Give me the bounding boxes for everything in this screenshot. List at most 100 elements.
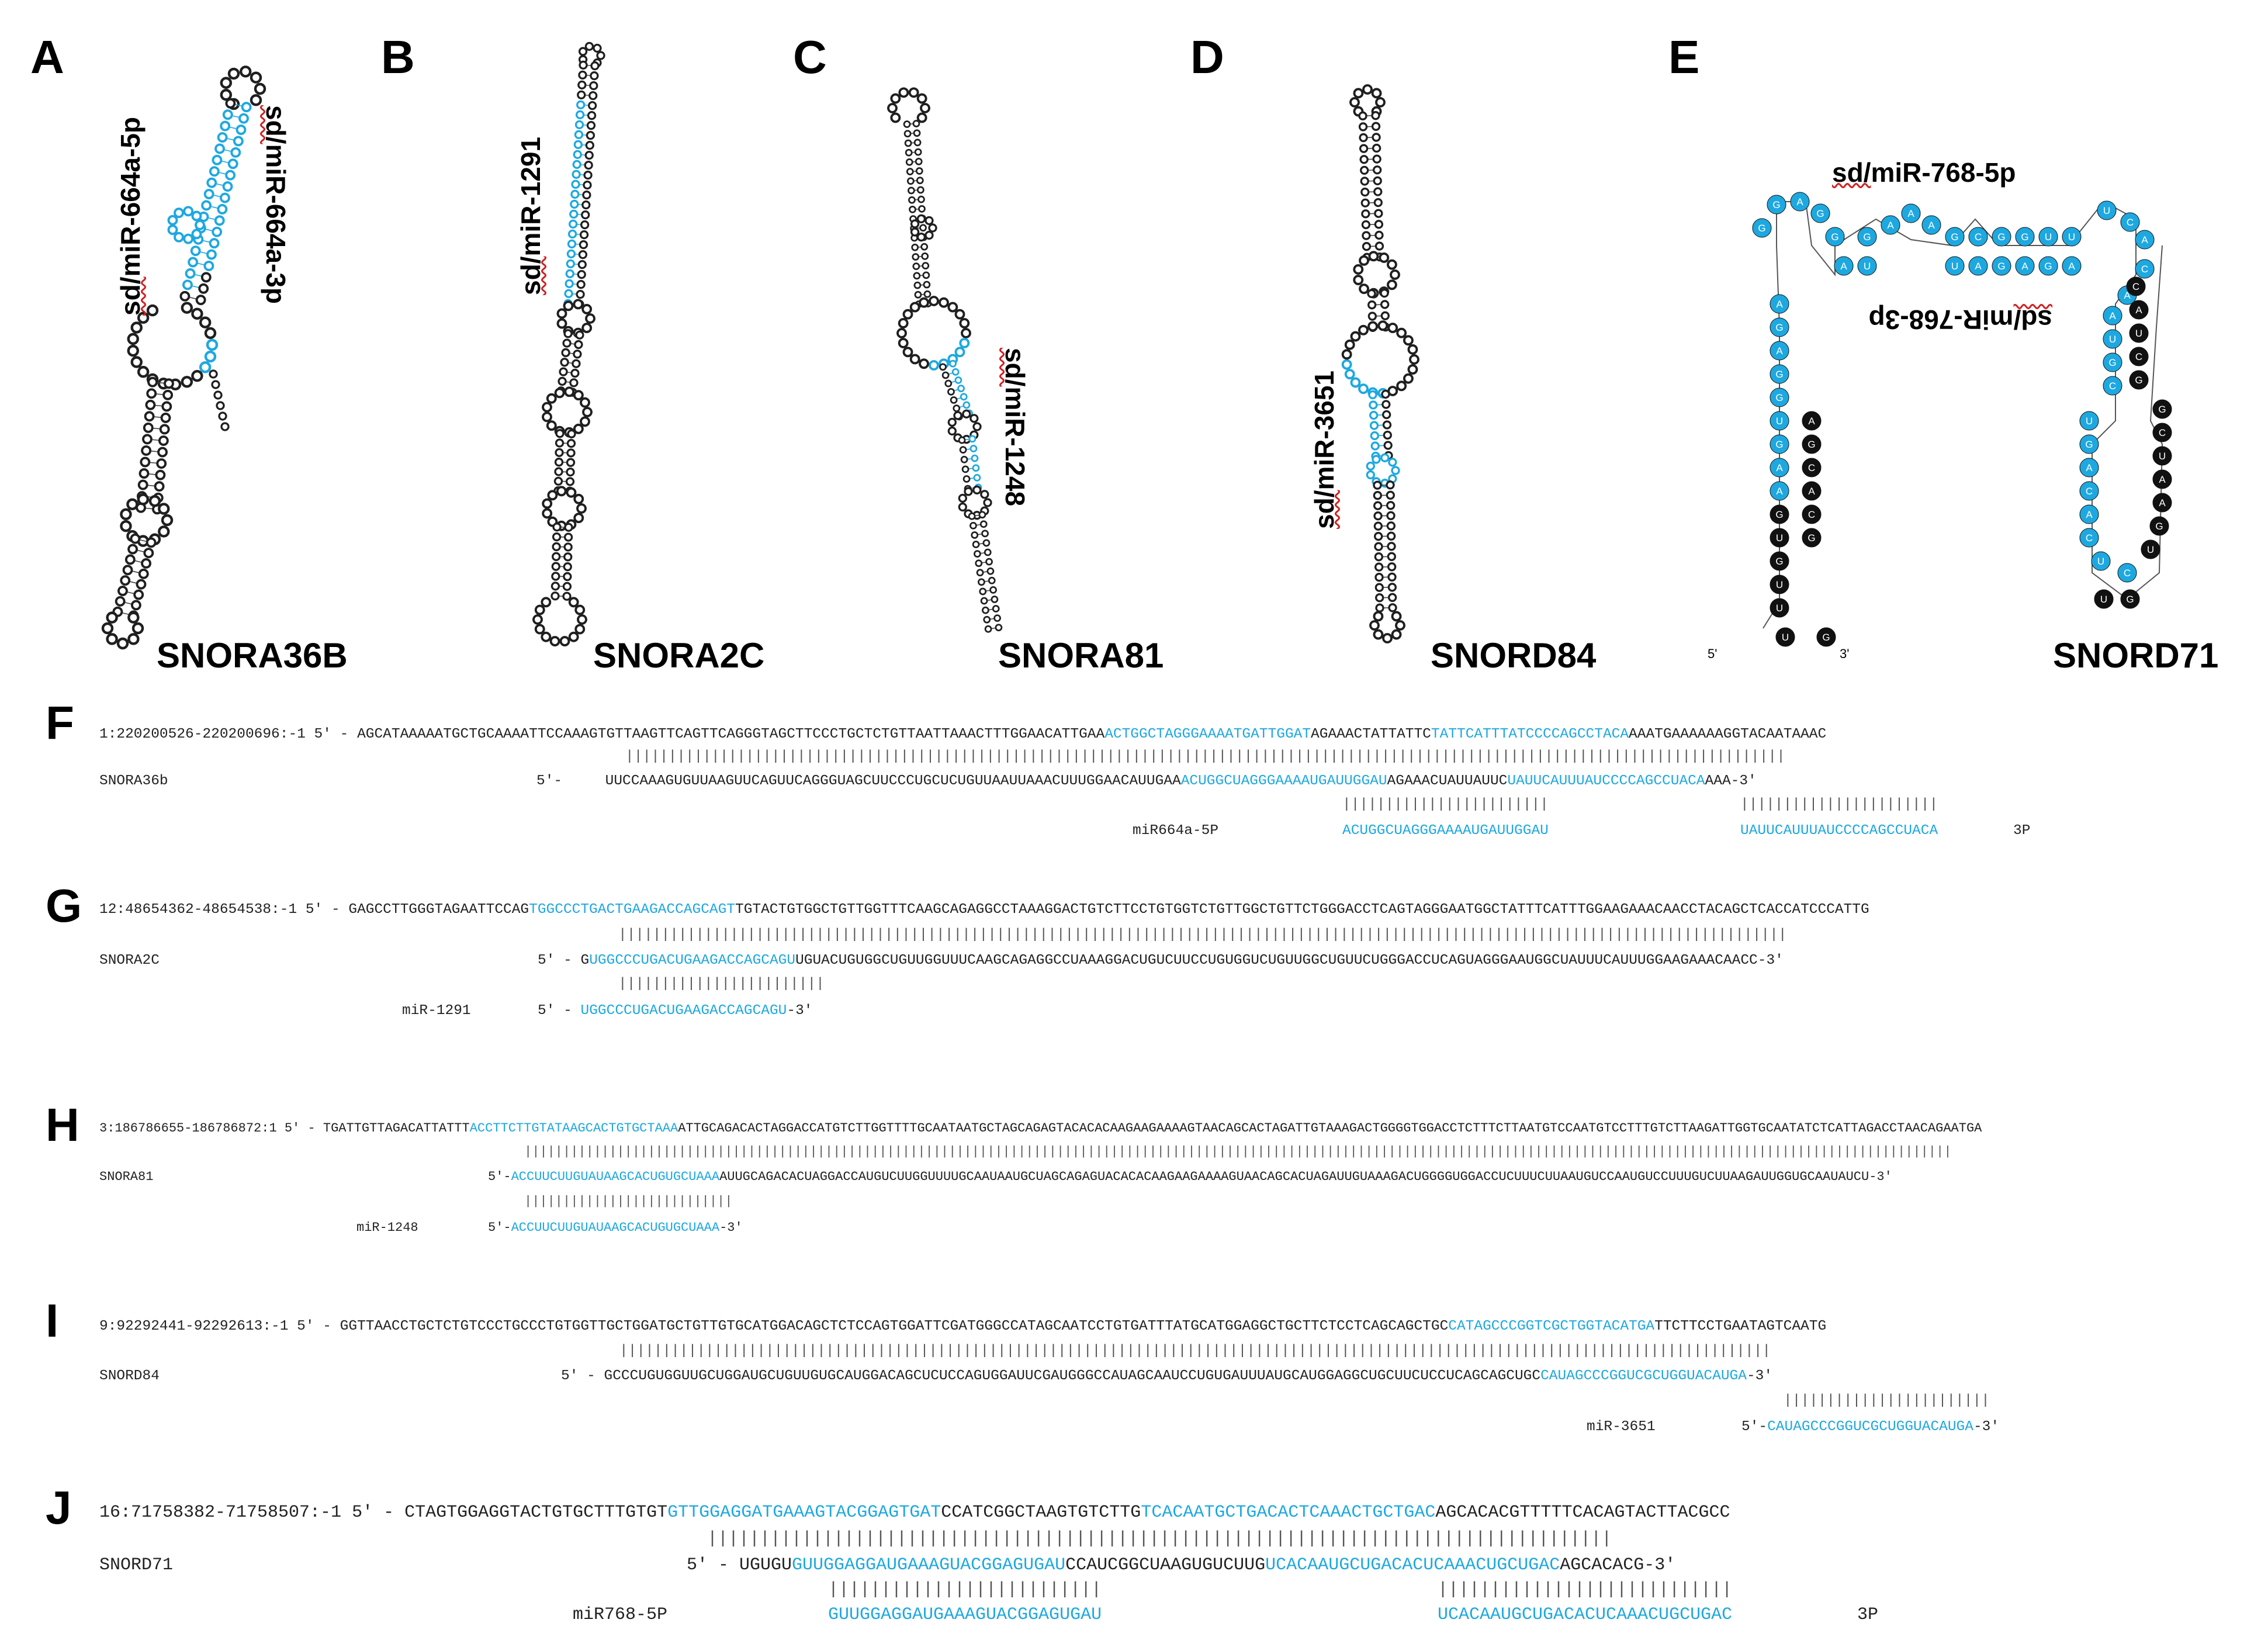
nucleotide-dot <box>158 435 169 446</box>
nucleotide-dot <box>220 77 233 89</box>
nucleotide-dot <box>230 147 241 158</box>
nucleotide-dot <box>979 520 988 528</box>
nucleotide-dot <box>572 169 581 179</box>
nucleotide-dot <box>904 139 912 147</box>
nucleotide: C <box>2152 423 2172 442</box>
nucleotide: G <box>2152 399 2172 419</box>
nucleotide-dot <box>989 586 997 594</box>
alignment-h-match-bars: ||||||||||||||||||||||||||||||||||||||||… <box>524 1144 1952 1159</box>
nucleotide-dot <box>1403 373 1414 384</box>
nucleotide-dot <box>568 597 579 608</box>
nucleotide: A <box>2015 256 2035 276</box>
nucleotide: U <box>2062 227 2082 247</box>
nucleotide-letter: G <box>1775 509 1783 520</box>
nucleotide-circle <box>1752 218 1772 238</box>
nucleotide-letter: G <box>2135 375 2142 386</box>
nucleotide-circle <box>1802 458 1822 478</box>
nucleotide-dot <box>552 523 562 532</box>
alignment-f-mir-bars-2: ||||||||||||||||||||||| <box>1740 797 1938 812</box>
nucleotide-letter: A <box>1907 208 1914 219</box>
nucleotide-letter: G <box>2044 261 2052 272</box>
nucleotide-letter: A <box>1776 299 1783 310</box>
label-mir-1291: sd/miR-1291 <box>515 136 546 295</box>
nucleotide-dot <box>1387 542 1396 551</box>
alignment-j-match-bars: ||||||||||||||||||||||||||||||||||||||||… <box>707 1529 1612 1549</box>
nucleotide-circle <box>1770 504 1789 524</box>
alignment-h-mir: 5'-ACCUUCUUGUAUAAGCACUGUGCUAAA-3' <box>488 1220 743 1235</box>
nucleotide-letter: G <box>2108 357 2116 368</box>
nucleotide-dot <box>542 402 552 413</box>
nucleotide-circle <box>1770 411 1789 431</box>
hairpin-snord84 <box>1341 84 1419 643</box>
nucleotide-circle <box>2103 352 2122 372</box>
nucleotide-dot <box>204 350 217 363</box>
nucleotide-dot <box>971 454 979 462</box>
nucleotide-dot <box>947 417 957 427</box>
nucleotide: G <box>2015 227 2035 247</box>
nucleotide-dot <box>185 268 196 279</box>
nucleotide-dot <box>560 358 569 367</box>
nucleotide-dot <box>566 487 577 498</box>
nucleotide-dot <box>1373 187 1383 196</box>
nucleotide-dot <box>962 475 971 483</box>
nucleotide-dot <box>214 215 225 226</box>
rna-name-snora81: SNORA81 <box>998 636 1164 675</box>
nucleotide-circle <box>1857 256 1877 276</box>
nucleotide: A <box>2129 300 2149 320</box>
nucleotide-dot <box>584 41 594 51</box>
nucleotide-dot <box>124 554 136 565</box>
nucleotide-dot <box>1374 220 1384 229</box>
label-five-prime: 5' <box>1708 646 1718 661</box>
nucleotide-circle <box>1770 341 1789 361</box>
nucleotide-dot <box>576 100 586 110</box>
nucleotide-dot <box>541 597 552 608</box>
nucleotide-circle <box>1767 195 1786 214</box>
nucleotide-dot <box>206 249 217 260</box>
nucleotide-dot <box>913 281 922 289</box>
nucleotide-dot <box>982 539 991 547</box>
nucleotide-dot <box>1359 133 1368 143</box>
nucleotide-letter: G <box>1997 231 2005 243</box>
nucleotide-dot <box>1371 111 1380 120</box>
nucleotide-dot <box>1367 321 1379 332</box>
nucleotide: G <box>1770 387 1789 407</box>
alignment-i-snorna-name: SNORD84 <box>99 1368 160 1384</box>
nucleotide-dot <box>909 354 920 365</box>
nucleotide-circle <box>1881 215 1900 235</box>
nucleotide-dot <box>551 572 560 581</box>
nucleotide-dot <box>908 87 919 98</box>
nucleotide-dot <box>220 120 231 132</box>
nucleotide-dot <box>1373 629 1384 640</box>
nucleotide-dot <box>589 81 598 91</box>
nucleotide-dot <box>1373 198 1383 207</box>
nucleotide-dot <box>1373 176 1382 186</box>
nucleotide-dot <box>179 290 191 302</box>
nucleotide-dot <box>1382 410 1391 420</box>
nucleotide-letter: A <box>2135 305 2142 316</box>
nucleotide-letter: U <box>2103 205 2110 216</box>
nucleotide-letter: A <box>1796 196 1803 207</box>
nucleotide: U <box>2079 411 2099 431</box>
nucleotide-letter: A <box>1840 261 1847 272</box>
nucleotide: G <box>2079 434 2099 454</box>
nucleotide-circle <box>2129 347 2149 366</box>
nucleotide-circle <box>2079 411 2099 431</box>
nucleotide-circle <box>2149 516 2169 536</box>
nucleotide-dot <box>138 468 150 479</box>
nucleotide-dot <box>915 157 923 165</box>
nucleotide-dot <box>137 312 150 324</box>
nucleotide: A <box>2135 230 2155 250</box>
nucleotide-dot <box>181 376 193 388</box>
nucleotide-dot <box>554 467 563 476</box>
nucleotide-dot <box>1367 289 1376 299</box>
nucleotide-dot <box>916 186 924 194</box>
nucleotide-dot <box>983 615 991 624</box>
nucleotide-dot <box>1387 323 1398 333</box>
nucleotide: A <box>2103 306 2122 326</box>
nucleotide-letter: C <box>2124 568 2131 579</box>
nucleotide: U <box>2103 329 2122 349</box>
nucleotide-dot <box>566 438 576 448</box>
nucleotide-dot <box>216 401 225 410</box>
nucleotide-dot <box>1359 283 1369 295</box>
nucleotide: C <box>2117 563 2137 583</box>
